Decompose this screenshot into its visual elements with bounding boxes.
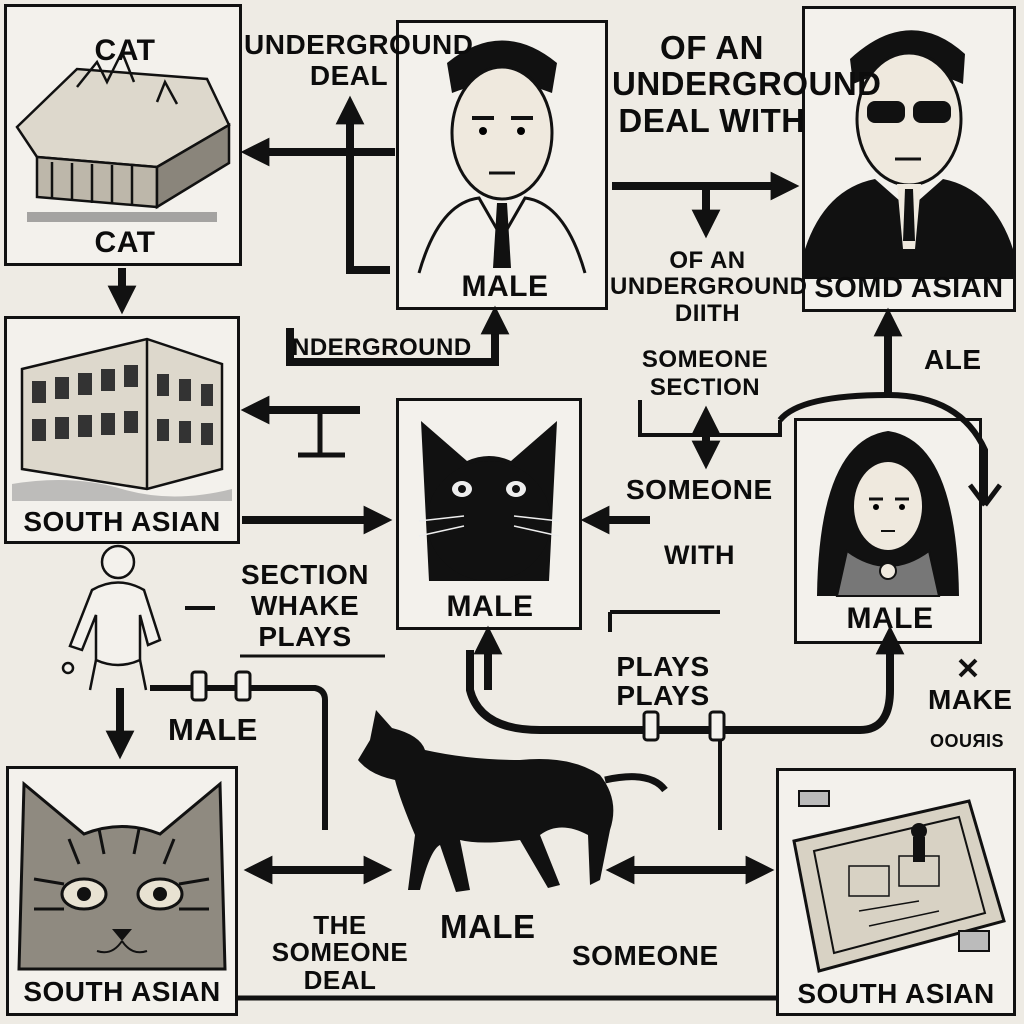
caption-someone-mid: SOMEONE	[626, 474, 773, 505]
board-scene-illustration	[792, 790, 1006, 973]
small-man-figure	[61, 544, 162, 691]
caption-male-bottom: MALE	[440, 908, 536, 945]
caption-the-someone-deal: THE SOMEONE DEAL	[271, 910, 409, 995]
old-building-illustration	[12, 337, 232, 501]
walking-cat-silhouette	[358, 710, 668, 892]
panel-cat-building-top-label: CAT	[94, 34, 156, 67]
panel-sunglasses-man	[802, 6, 1016, 312]
tabby-cat-portrait	[17, 780, 227, 971]
arrow-loop-to-veiled-woman	[466, 625, 905, 734]
panel-young-man-label: MALE	[461, 270, 549, 303]
panel-board-scene-label: SOUTH ASIAN	[797, 978, 995, 1009]
arrow-nderground-up	[286, 305, 510, 366]
panel-cat-building	[4, 4, 242, 266]
caption-male-left: MALE	[168, 712, 258, 747]
caption-ale: ALE	[924, 344, 982, 375]
caption-garbled: OOUЯIS	[930, 731, 1004, 751]
veiled-woman-portrait	[817, 431, 959, 597]
caption-with: WITH	[664, 540, 735, 570]
panel-black-cat	[396, 398, 582, 630]
panel-board-scene	[776, 768, 1016, 1016]
caption-plays-plays: PLAYS PLAYS	[616, 651, 710, 712]
arrow-underground-deal-up	[335, 95, 390, 274]
caption-of-an-underground-dith: OF AN UNDERGROUND DIITH	[610, 247, 808, 327]
caption-someone-section: SOMEONE SECTION	[641, 346, 769, 401]
panel-tabby-cat-label: SOUTH ASIAN	[23, 976, 221, 1007]
sunglasses-man-portrait	[805, 30, 1013, 279]
caption-someone-bottom: SOMEONE	[572, 940, 719, 971]
panel-cat-building-bottom-label: CAT	[94, 226, 156, 259]
black-cat-portrait	[418, 421, 560, 581]
panel-tabby-cat	[6, 766, 238, 1016]
panel-old-building-label: SOUTH ASIAN	[23, 506, 221, 537]
panel-old-building	[4, 316, 240, 544]
caption-nderground: NDERGROUND	[292, 334, 472, 361]
panel-black-cat-label: MALE	[446, 590, 534, 623]
panel-sunglasses-man-label: SOMD ASIAN	[814, 272, 1004, 304]
panel-veiled-woman	[794, 418, 982, 644]
caption-make: MAKE	[928, 684, 1013, 715]
young-man-portrait	[417, 40, 587, 274]
caption-underground-deal: UNDERGROUND DEAL	[244, 29, 474, 91]
caption-of-an-underground-deal-with: OF AN UNDERGROUND DEAL WITH	[612, 29, 882, 139]
caption-section-whake-plays: SECTION WHAKE PLAYS	[241, 559, 369, 652]
cat-building-illustration	[15, 48, 231, 222]
